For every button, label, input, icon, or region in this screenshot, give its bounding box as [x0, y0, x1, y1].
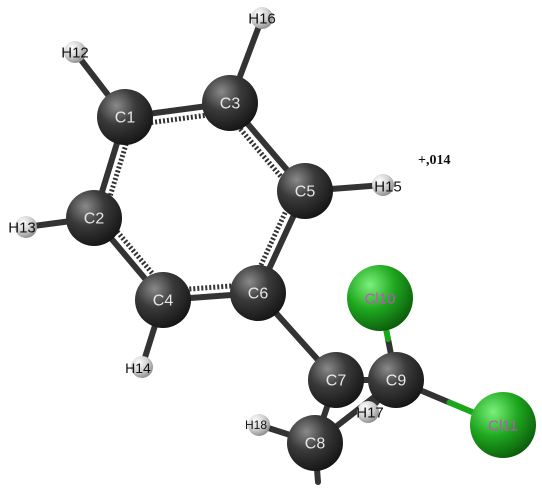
atom-sphere-H18 [248, 414, 270, 436]
atom-sphere-C5 [277, 163, 333, 219]
atom-sphere-C8 [287, 415, 343, 471]
atom-label-H18: H18 [245, 418, 267, 432]
atom-label-C5: C5 [295, 184, 316, 201]
atom-C8: C8 [287, 415, 343, 471]
atom-H17: H17 [356, 401, 384, 423]
atom-sphere-H12 [64, 41, 86, 63]
atom-label-Cl11: Cl11 [488, 417, 518, 434]
atom-label-C1: C1 [115, 110, 136, 127]
atom-label-C6: C6 [248, 286, 269, 303]
atom-label-H17: H17 [356, 404, 384, 421]
atom-label-H15: H15 [374, 178, 402, 195]
atom-H13: H13 [8, 216, 37, 238]
atom-C7: C7 [308, 352, 364, 408]
atom-sphere-C7 [308, 352, 364, 408]
atom-sphere-H15 [372, 174, 394, 196]
atom-H15: H15 [372, 174, 402, 196]
atom-sphere-Cl10 [347, 265, 413, 331]
atom-C3: C3 [202, 75, 258, 131]
atom-sphere-C2 [66, 190, 122, 246]
atom-label-C2: C2 [84, 211, 105, 228]
atom-C1: C1 [97, 89, 153, 145]
atom-C5: C5 [277, 163, 333, 219]
atom-sphere-H13 [15, 216, 37, 238]
atom-C6: C6 [230, 265, 286, 321]
atom-H14: H14 [125, 356, 153, 378]
atom-sphere-H16 [251, 7, 273, 29]
atom-H12: H12 [61, 41, 89, 63]
atom-sphere-C9 [368, 352, 424, 408]
atom-label-H12: H12 [61, 44, 89, 61]
atom-sphere-C3 [202, 75, 258, 131]
atom-Cl11: Cl11 [470, 392, 536, 458]
atom-H18: H18 [245, 414, 270, 436]
atom-sphere-H14 [131, 356, 153, 378]
atom-H16: H16 [248, 7, 276, 29]
annotation-label: +,014 [418, 153, 450, 168]
atom-sphere-C4 [135, 272, 191, 328]
atom-sphere-Cl11 [470, 392, 536, 458]
atom-label-C7: C7 [326, 373, 347, 390]
atom-label-Cl10: Cl10 [365, 290, 396, 307]
atom-label-H14: H14 [125, 360, 151, 376]
atom-sphere-H17 [357, 401, 379, 423]
atom-sphere-C6 [230, 265, 286, 321]
bonds-layer [23, 15, 506, 485]
atom-label-H13: H13 [8, 219, 36, 236]
atom-C9: C9 [368, 352, 424, 408]
atom-Cl10: Cl10 [347, 265, 413, 331]
atom-label-C4: C4 [153, 293, 174, 310]
atom-label-C8: C8 [305, 436, 326, 453]
atom-label-C9: C9 [386, 373, 407, 390]
atom-label-C3: C3 [220, 96, 241, 113]
atom-C4: C4 [135, 272, 191, 328]
atom-label-H16: H16 [248, 10, 276, 27]
atom-C2: C2 [66, 190, 122, 246]
atom-sphere-C1 [97, 89, 153, 145]
